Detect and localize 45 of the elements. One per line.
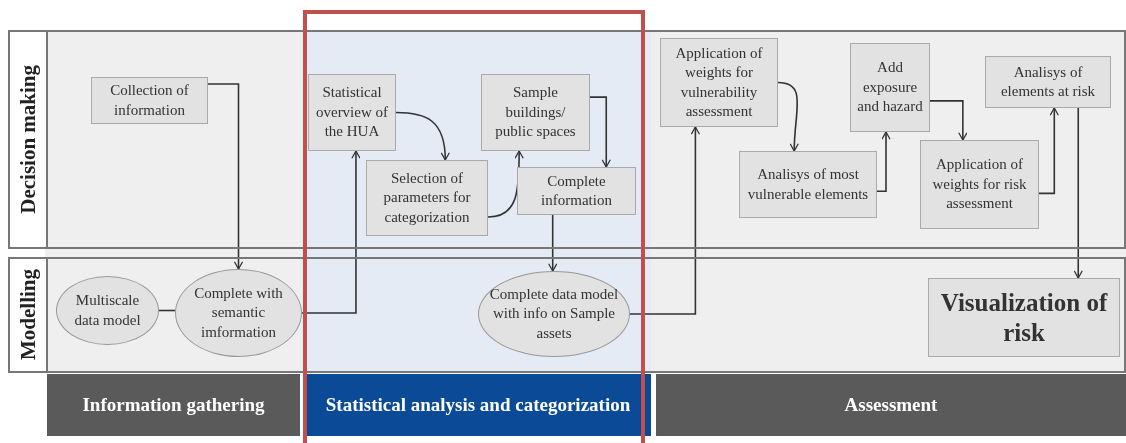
box-label: Selection of parameters for categorization (382, 168, 472, 227)
process-box (985, 56, 1111, 108)
arrow (1038, 107, 1059, 195)
arrow (629, 126, 701, 315)
box-label: Analisys of elements at risk (999, 62, 1097, 101)
box-label: Complete information (540, 171, 613, 210)
box-label: Complete data model with info on Sample assets (488, 284, 620, 343)
swimlane (8, 30, 1126, 249)
box-label: Sample buildings/ public spaces (494, 83, 577, 142)
arrow (777, 81, 800, 152)
process-box (660, 38, 778, 127)
phase-title: Statistical analysis and categorization (325, 393, 631, 418)
arrow (548, 214, 558, 272)
box-label: Add exposure and hazard (856, 58, 924, 117)
lane-heading: Decision making (15, 65, 41, 214)
process-box (366, 160, 488, 236)
arrow (589, 96, 611, 168)
phase-title: Information gathering (82, 393, 265, 418)
box-label: Application of weights for vulnerability assessment (674, 43, 764, 121)
swimlane (8, 257, 1126, 373)
box-label: Visualization of risk (939, 287, 1109, 348)
box-label: Application of weights for risk assessment (931, 155, 1028, 214)
box-label: Statistical overview of the HUA (314, 83, 390, 142)
arrow (876, 131, 891, 192)
process-box (308, 74, 396, 151)
phase-bar (47, 374, 300, 436)
arrow (395, 111, 450, 161)
lane-heading: Modelling (15, 269, 41, 361)
process-box (481, 74, 590, 151)
process-box (91, 77, 208, 124)
arrow (929, 100, 968, 141)
result-box (928, 278, 1120, 357)
process-box (517, 167, 636, 215)
process-box (920, 140, 1039, 229)
phase-bar (656, 374, 1126, 436)
arrow (1073, 107, 1083, 279)
box-label: Complete with semantic imformation (193, 283, 284, 342)
process-box (850, 43, 930, 132)
phase-bar (305, 374, 651, 436)
phase-title: Assessment (844, 393, 938, 418)
process-box (739, 151, 877, 218)
box-label: Multiscale data model (73, 291, 142, 330)
box-label: Analisys of most vulnerable elements (746, 165, 870, 204)
arrow (207, 83, 244, 270)
box-label: Collection of information (109, 81, 190, 120)
